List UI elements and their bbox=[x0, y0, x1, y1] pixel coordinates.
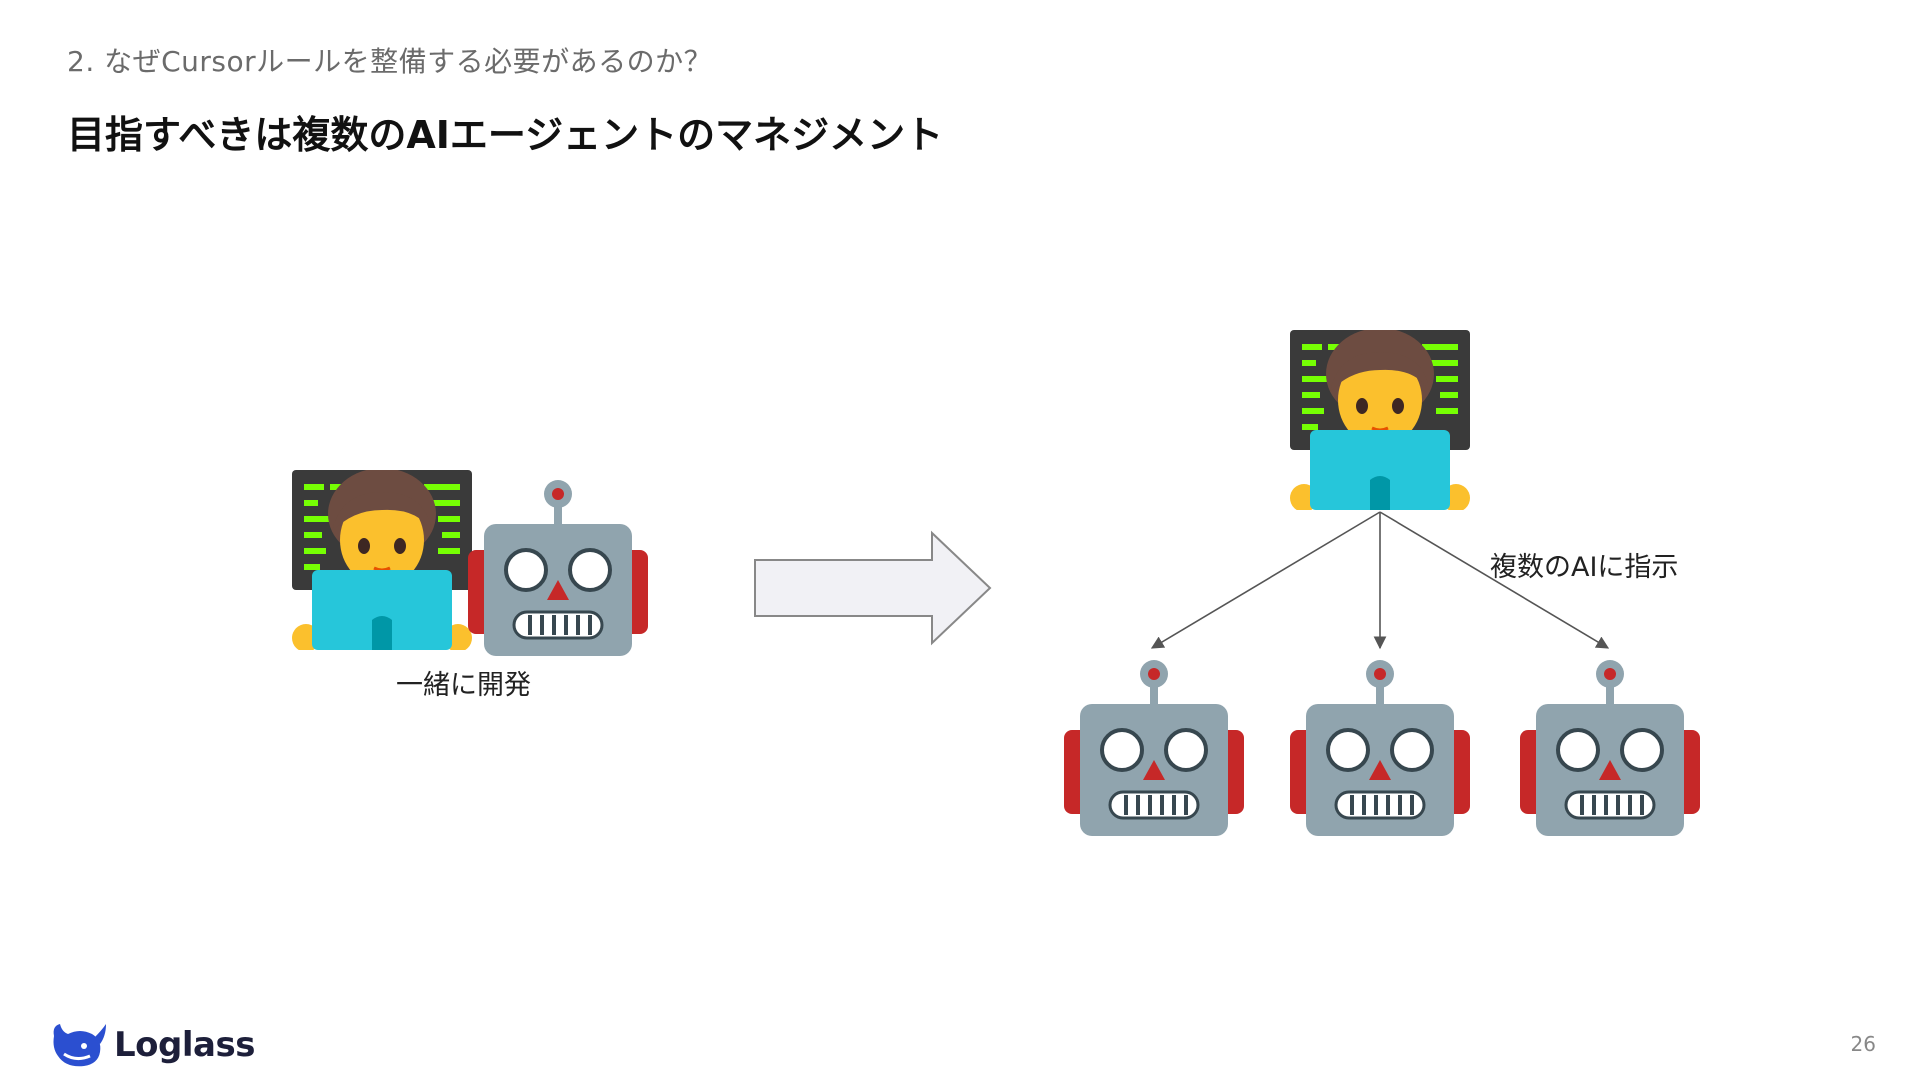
section-label: 2. なぜCursorルールを整備する必要があるのか？ bbox=[67, 45, 713, 78]
robot-icon bbox=[1290, 660, 1470, 840]
arrow-shape bbox=[754, 530, 992, 646]
transition-arrow bbox=[754, 530, 992, 646]
brand-logo: Loglass bbox=[50, 1020, 255, 1070]
robot-icon bbox=[1520, 660, 1700, 840]
whale-logo-icon bbox=[53, 1024, 106, 1067]
slide-title: 目指すべきは複数のAIエージェントのマネジメント bbox=[67, 113, 944, 157]
right-caption: 複数のAIに指示 bbox=[1490, 552, 1679, 583]
robot-icon bbox=[1064, 660, 1244, 840]
page-number: 26 bbox=[1850, 1032, 1876, 1056]
instruction-line-right bbox=[1379, 511, 1610, 649]
left-caption: 一緒に開発 bbox=[396, 670, 531, 701]
brand-name: Loglass bbox=[114, 1025, 255, 1065]
instruction-line-left bbox=[1150, 511, 1381, 649]
